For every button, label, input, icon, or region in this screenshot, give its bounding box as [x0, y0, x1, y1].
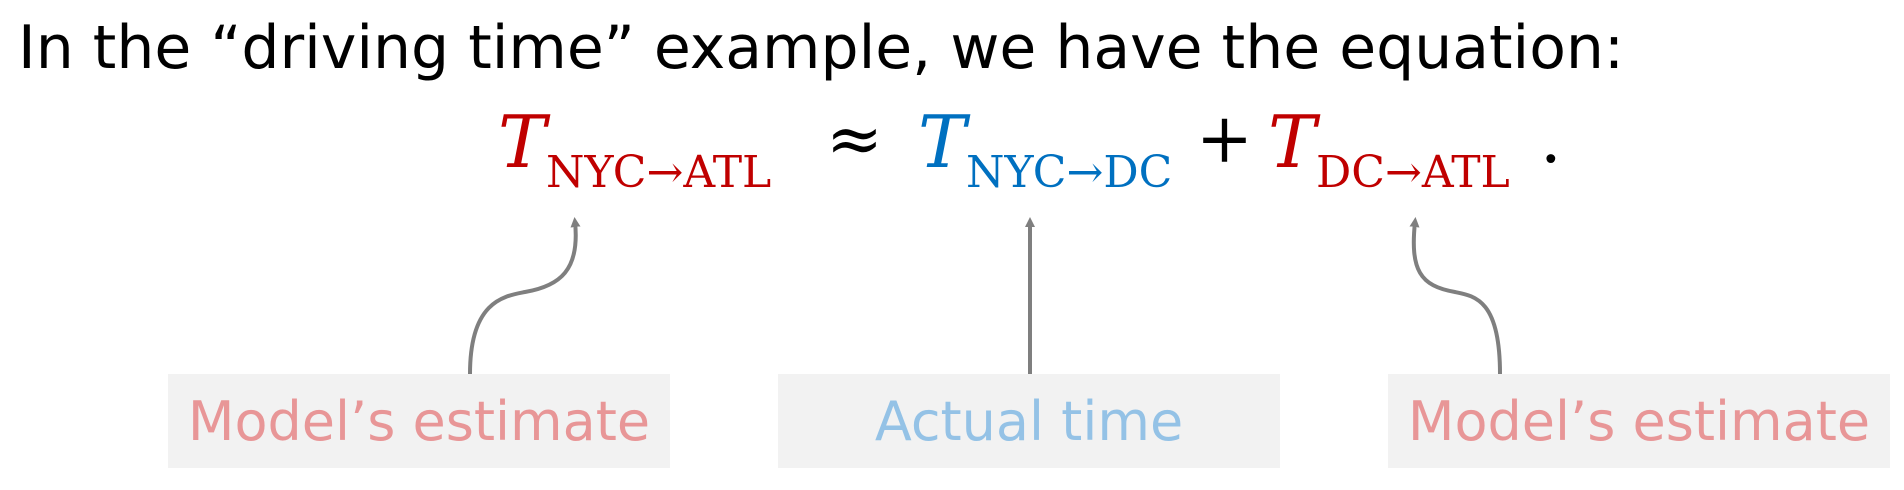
term-variable: T: [1268, 100, 1317, 184]
equation-term-nyc-dc: TNYC→DC: [918, 106, 1172, 195]
label-actual-time: Actual time: [778, 374, 1280, 468]
term-subscript: NYC→ATL: [546, 147, 772, 198]
term-variable: T: [918, 100, 967, 184]
plus-symbol: +: [1196, 100, 1253, 179]
equation-term-nyc-atl: TNYC→ATL: [498, 106, 771, 195]
term-subscript: DC→ATL: [1316, 147, 1510, 198]
label-models-estimate-right: Model’s estimate: [1388, 374, 1890, 468]
label-models-estimate-left: Model’s estimate: [168, 374, 670, 468]
right-curved-arrow: [1409, 217, 1502, 375]
equation-term-dc-atl: TDC→ATL: [1268, 106, 1510, 195]
left-curved-arrow: [468, 217, 581, 375]
term-variable: T: [498, 100, 547, 184]
approx-symbol: ≈: [826, 100, 883, 179]
term-subscript: NYC→DC: [966, 147, 1173, 198]
heading-text: In the “driving time” example, we have t…: [18, 13, 1625, 83]
period-symbol: .: [1540, 100, 1562, 179]
